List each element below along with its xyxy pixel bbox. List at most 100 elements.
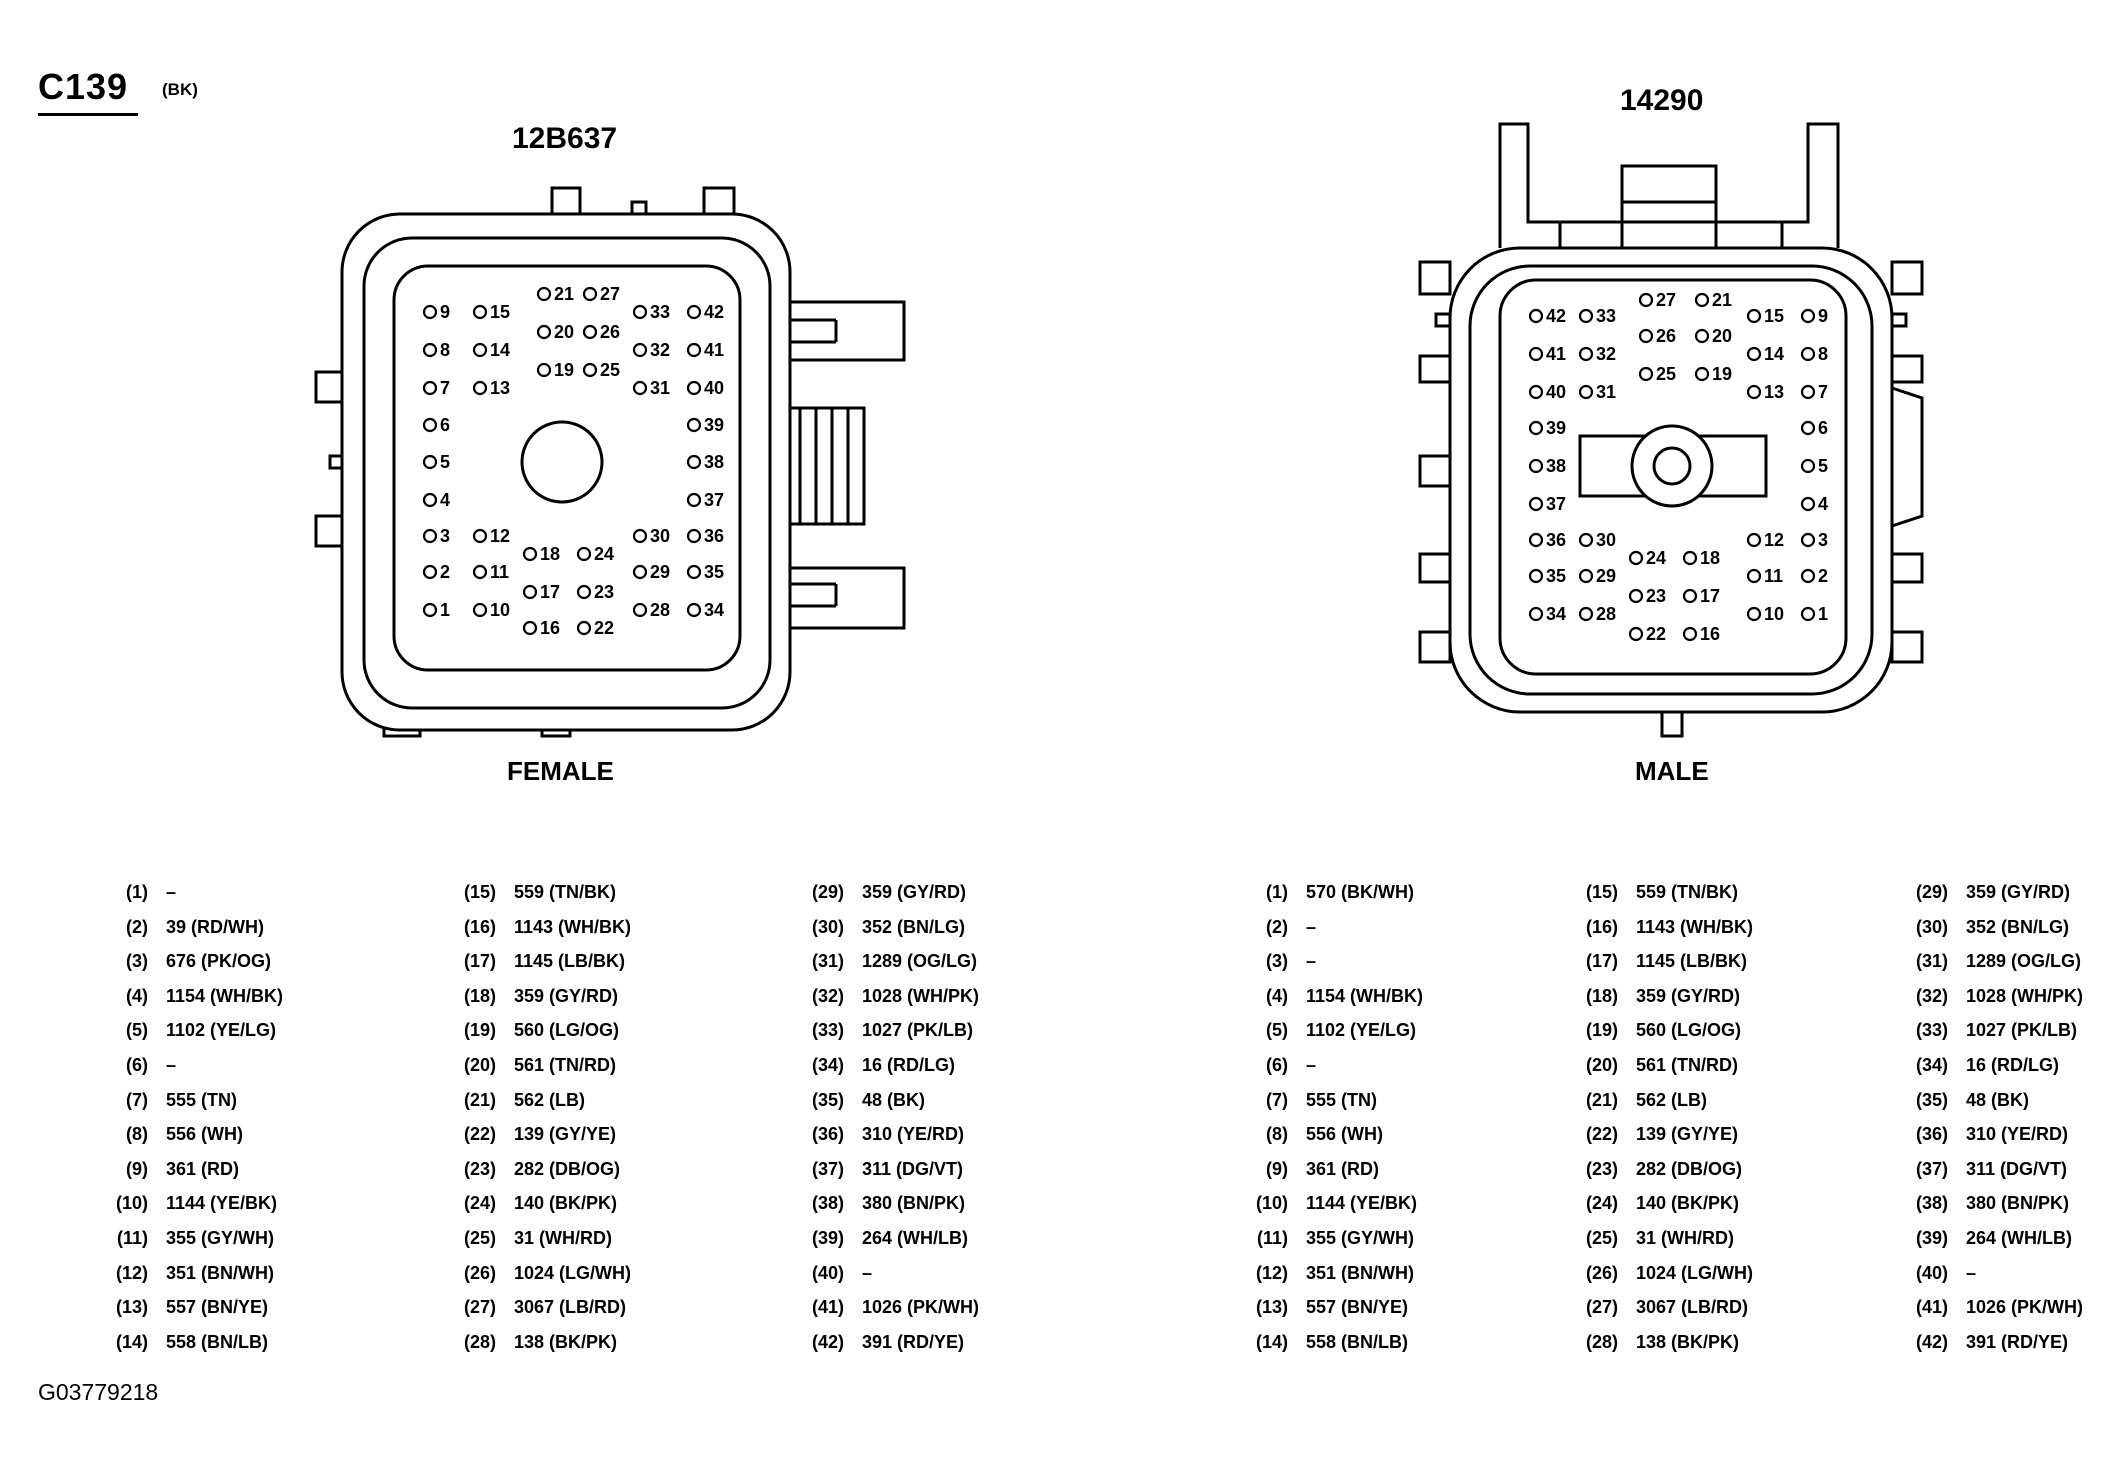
female-pin-label: 19 xyxy=(554,360,574,380)
pin-number: (9) xyxy=(1266,1158,1288,1179)
wire-circuit: – xyxy=(1306,951,1317,972)
wire-circuit: 558 (BN/LB) xyxy=(1306,1331,1409,1352)
wire-circuit: 359 (GY/RD) xyxy=(862,882,967,902)
wire-circuit: 391 (RD/YE) xyxy=(862,1331,965,1352)
female-pin-label: 27 xyxy=(600,284,620,304)
wire-circuit: 391 (RD/YE) xyxy=(1966,1331,2069,1352)
pin-number: (9) xyxy=(126,1158,148,1179)
pin-number: (13) xyxy=(1255,1297,1288,1318)
wire-circuit: 311 (DG/VT) xyxy=(862,1158,964,1179)
female-pin-label: 20 xyxy=(554,322,574,342)
wire-circuit: 556 (WH) xyxy=(166,1124,244,1145)
wire-circuit: 560 (LG/OG) xyxy=(514,1020,620,1041)
wire-circuit: 16 (RD/LG) xyxy=(1966,1055,2060,1075)
male-pin-label: 41 xyxy=(1546,344,1566,364)
male-pin-label: 19 xyxy=(1712,364,1732,384)
male-pin-label: 35 xyxy=(1546,566,1566,586)
pin-number: (3) xyxy=(1266,951,1288,972)
female-pin-label: 40 xyxy=(704,378,724,398)
pin-number: (14) xyxy=(1255,1331,1288,1352)
male-pin-label: 22 xyxy=(1646,624,1666,644)
wire-circuit: 1143 (WH/BK) xyxy=(514,916,632,937)
male-pin-label: 37 xyxy=(1546,494,1566,514)
pin-number: (14) xyxy=(115,1331,148,1352)
pin-number: (41) xyxy=(811,1297,844,1318)
female-pin-label: 24 xyxy=(594,544,614,564)
wire-circuit: 561 (TN/RD) xyxy=(514,1055,617,1075)
male-pin-label: 11 xyxy=(1764,566,1783,586)
wire-circuit: 311 (DG/VT) xyxy=(1966,1158,2068,1179)
male-pin-label: 39 xyxy=(1546,418,1566,438)
wire-circuit: 139 (GY/YE) xyxy=(514,1124,617,1145)
wire-circuit: 138 (BK/PK) xyxy=(1636,1331,1740,1352)
male-pin-label: 25 xyxy=(1656,364,1676,384)
pin-number: (2) xyxy=(126,916,148,937)
wire-circuit: – xyxy=(1306,916,1317,937)
female-pin-label: 21 xyxy=(554,284,574,304)
wire-circuit: 48 (BK) xyxy=(862,1089,926,1110)
wire-circuit: 1145 (LB/BK) xyxy=(1636,951,1748,972)
pin-number: (21) xyxy=(1585,1089,1618,1110)
wire-circuit: 556 (WH) xyxy=(1306,1124,1384,1145)
wire-circuit: – xyxy=(1306,1055,1317,1075)
male-part-number: 14290 xyxy=(1620,84,1704,117)
pin-number: (27) xyxy=(463,1297,496,1318)
wire-circuit: – xyxy=(1966,1262,1977,1283)
pin-number: (22) xyxy=(1585,1124,1618,1145)
female-pin-label: 9 xyxy=(440,302,450,322)
female-pin-label: 10 xyxy=(490,600,510,620)
wire-circuit: 1144 (YE/BK) xyxy=(1306,1193,1418,1214)
female-pin-label: 16 xyxy=(540,618,560,638)
pin-number: (30) xyxy=(1915,916,1948,937)
pin-number: (36) xyxy=(1915,1124,1948,1145)
female-pin-label: 18 xyxy=(540,544,560,564)
wire-circuit: 559 (TN/BK) xyxy=(1636,882,1739,902)
pin-number: (5) xyxy=(126,1020,148,1041)
pin-number: (39) xyxy=(811,1228,844,1248)
pin-number: (8) xyxy=(1266,1124,1288,1145)
pin-number: (2) xyxy=(1266,916,1288,937)
male-pin-label: 5 xyxy=(1818,456,1828,476)
wire-circuit: 1027 (PK/LB) xyxy=(862,1020,974,1041)
female-pin-label: 13 xyxy=(490,378,510,398)
pin-number: (1) xyxy=(1266,882,1288,902)
pin-number: (21) xyxy=(463,1089,496,1110)
male-pin-label: 27 xyxy=(1656,290,1676,310)
wire-circuit: 557 (BN/YE) xyxy=(1306,1297,1409,1318)
pin-number: (41) xyxy=(1915,1297,1948,1318)
male-pin-label: 26 xyxy=(1656,326,1676,346)
male-pin-label: 29 xyxy=(1596,566,1616,586)
female-pin-label: 25 xyxy=(600,360,620,380)
pin-number: (24) xyxy=(463,1193,496,1214)
female-pin-label: 12 xyxy=(490,526,510,546)
pin-number: (11) xyxy=(1256,1228,1288,1248)
pin-number: (17) xyxy=(1585,951,1618,972)
wire-circuit: 3067 (LB/RD) xyxy=(1636,1297,1749,1318)
pin-number: (37) xyxy=(811,1158,844,1179)
wire-circuit: 1024 (LG/WH) xyxy=(1636,1262,1754,1283)
male-pin-label: 10 xyxy=(1764,604,1784,624)
female-pin-label: 35 xyxy=(704,562,724,582)
wire-circuit: – xyxy=(166,1055,177,1075)
pin-number: (12) xyxy=(1255,1262,1288,1283)
wire-circuit: 359 (GY/RD) xyxy=(514,985,619,1006)
male-pin-label: 15 xyxy=(1764,306,1784,326)
male-pin-label: 24 xyxy=(1646,548,1666,568)
wire-circuit: 310 (YE/RD) xyxy=(862,1124,965,1145)
pin-number: (8) xyxy=(126,1124,148,1145)
wire-circuit: 1102 (YE/LG) xyxy=(166,1020,277,1041)
wire-circuit: 359 (GY/RD) xyxy=(1966,882,2071,902)
wire-circuit: 562 (LB) xyxy=(1636,1089,1708,1110)
wire-circuit: 1145 (LB/BK) xyxy=(514,951,626,972)
wire-circuit: 355 (GY/WH) xyxy=(1306,1228,1415,1248)
female-gender-label: FEMALE xyxy=(507,756,614,786)
wire-circuit: 361 (RD) xyxy=(166,1158,240,1179)
pin-number: (23) xyxy=(463,1158,496,1179)
pin-number: (16) xyxy=(463,916,496,937)
female-pin-label: 26 xyxy=(600,322,620,342)
pin-number-labels: 1234567891011121314151617181920212223242… xyxy=(440,284,1828,644)
female-pin-label: 14 xyxy=(490,340,510,360)
wire-circuit: 1028 (WH/PK) xyxy=(1966,985,2084,1006)
wire-circuit: 676 (PK/OG) xyxy=(166,951,272,972)
wire-circuit: – xyxy=(862,1262,873,1283)
